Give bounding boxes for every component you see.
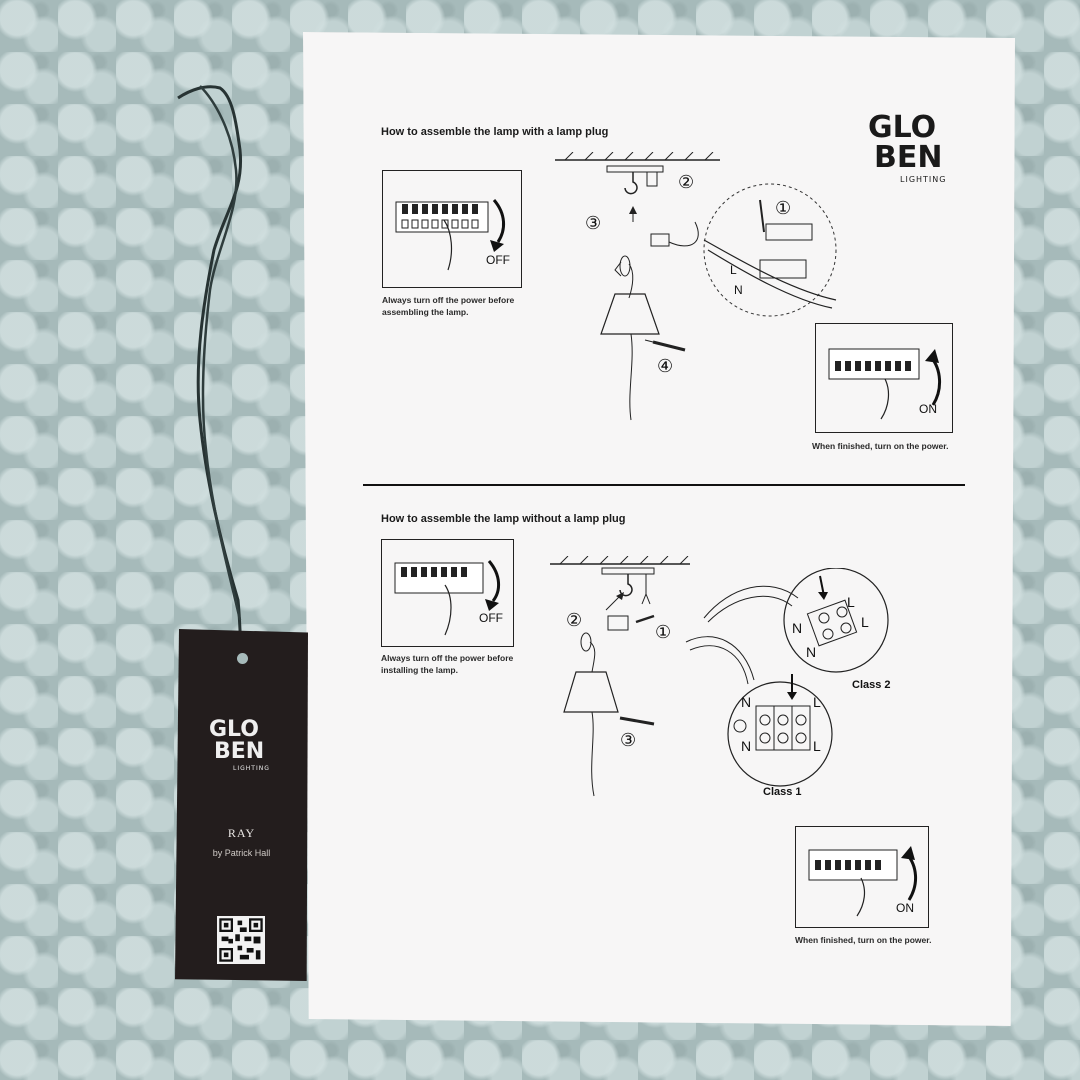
step2-marker-2: ② (566, 610, 583, 630)
class1-label: Class 1 (763, 786, 802, 798)
class2-n-label-2: N (806, 644, 817, 660)
tag-logo-sub: LIGHTING (233, 765, 270, 772)
step2-marker-1: ② (678, 172, 695, 192)
class1-n-label-2: N (741, 738, 752, 754)
class2-l-label-2: L (861, 614, 869, 630)
step3-marker-2: ③ (620, 730, 637, 750)
breaker-on-diagram-2 (795, 826, 929, 928)
wire-l-label-1: L (730, 263, 737, 277)
section1-finish-caption: When finished, turn on the power. (812, 441, 949, 451)
section2-caption-line1: Always turn off the power before (381, 653, 514, 663)
off-label-1: OFF (486, 253, 510, 267)
wire-connection-zoom-diagram (703, 183, 837, 317)
tag-logo-line-2: BEN (214, 739, 265, 764)
step1-marker-2: ① (655, 622, 672, 642)
tag-hole (237, 653, 248, 664)
section1-title: How to assemble the lamp with a lamp plu… (381, 126, 609, 138)
section1-caption-line2: assembling the lamp. (382, 307, 469, 317)
hang-tag: GLO BEN LIGHTING RAY by Patrick Hall (175, 629, 308, 981)
class1-terminal-diagram (685, 636, 833, 787)
tag-logo-line-1: GLO (209, 717, 259, 742)
logo-line-1: GLO (868, 110, 937, 145)
logo-line-2: BEN (874, 140, 943, 175)
logo-sub: LIGHTING (900, 175, 947, 184)
class1-l-label-2: L (813, 738, 821, 754)
class2-l-label-1: L (847, 594, 855, 610)
globen-logo: GLO BEN LIGHTING (868, 110, 947, 185)
on-label-2: ON (896, 901, 914, 915)
class2-n-label-1: N (792, 620, 803, 636)
tag-logo: GLO BEN LIGHTING (209, 717, 270, 773)
breaker-off-diagram-1 (382, 170, 522, 288)
class2-terminal-diagram (703, 568, 889, 673)
section2-caption: Always turn off the power before install… (381, 652, 513, 676)
section-divider (363, 484, 965, 486)
section2-finish-caption: When finished, turn on the power. (795, 935, 932, 945)
class1-n-label-1: N (741, 694, 752, 710)
product-name: RAY (227, 826, 256, 840)
wire-n-label-1: N (734, 283, 743, 297)
section1-caption: Always turn off the power before assembl… (382, 294, 514, 318)
step3-marker-1: ③ (585, 213, 602, 233)
ceiling-hook-wiring-diagram (550, 556, 690, 797)
class2-label: Class 2 (852, 679, 891, 691)
step4-marker-1: ④ (657, 356, 674, 376)
breaker-on-diagram-1 (815, 323, 953, 433)
breaker-off-diagram-2 (381, 539, 514, 647)
section2-title: How to assemble the lamp without a lamp … (381, 513, 626, 525)
on-label-1: ON (919, 402, 937, 416)
section2-caption-line2: installing the lamp. (381, 665, 458, 675)
off-label-2: OFF (479, 611, 503, 625)
section1-caption-line1: Always turn off the power before (382, 295, 515, 305)
qr-code (217, 916, 265, 964)
ceiling-hook-plug-diagram (555, 152, 720, 421)
class1-l-label-1: L (813, 694, 821, 710)
designer-name: by Patrick Hall (212, 848, 271, 858)
step1-marker-1: ① (775, 198, 792, 218)
